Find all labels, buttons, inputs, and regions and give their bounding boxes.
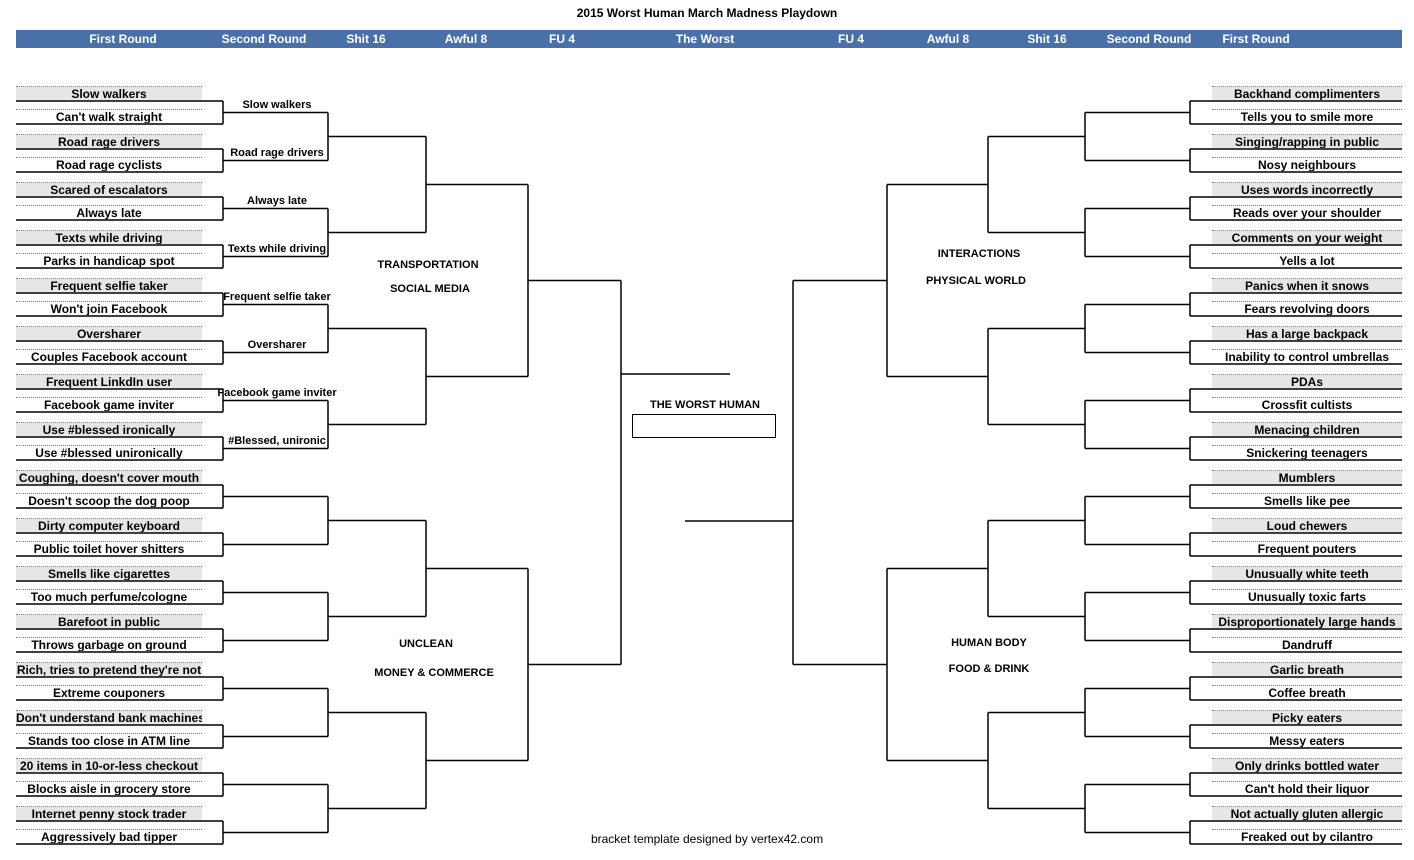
region-social-media: SOCIAL MEDIA (390, 283, 470, 295)
bracket-entry[interactable]: PDAs (1212, 374, 1402, 388)
page-title: 2015 Worst Human March Madness Playdown (576, 6, 838, 20)
bracket-entry[interactable]: Facebook game inviter (16, 397, 202, 411)
bracket-entry[interactable]: Barefoot in public (16, 614, 202, 628)
bracket-entry[interactable]: Frequent selfie taker (16, 278, 202, 292)
region-human-body: HUMAN BODY (951, 637, 1027, 649)
region-interactions: INTERACTIONS (937, 248, 1021, 260)
bracket-entry[interactable]: Rich, tries to pretend they're not (16, 662, 202, 676)
bracket-entry[interactable]: Only drinks bottled water (1212, 758, 1402, 772)
bracket-entry[interactable]: Frequent LinkdIn user (16, 374, 202, 388)
round2-entry[interactable]: Road rage drivers (230, 146, 324, 159)
bracket-entry[interactable]: Snickering teenagers (1212, 445, 1402, 459)
round2-entry[interactable]: Slow walkers (242, 98, 312, 111)
bracket-entry[interactable]: Too much perfume/cologne (16, 589, 202, 603)
bracket-entry[interactable]: Yells a lot (1212, 253, 1402, 267)
header-second-round-left: Second Round (221, 32, 307, 46)
header-second-round-right: Second Round (1106, 32, 1192, 46)
winner-label: THE WORST HUMAN (650, 399, 760, 411)
round2-entry[interactable]: Oversharer (247, 338, 307, 351)
bracket-entry[interactable]: Road rage cyclists (16, 157, 202, 171)
header-awful8-left: Awful 8 (444, 32, 488, 46)
bracket-entry[interactable]: Freaked out by cilantro (1212, 829, 1402, 843)
bracket-entry[interactable]: Disproportionately large hands (1212, 614, 1402, 628)
bracket-entry[interactable]: Coffee breath (1212, 685, 1402, 699)
bracket-entry[interactable]: Smells like pee (1212, 493, 1402, 507)
header-the-worst: The Worst (675, 32, 735, 46)
round2-entry[interactable]: Always late (247, 194, 307, 207)
bracket-entry[interactable]: Don't understand bank machines (16, 710, 202, 724)
region-physical-world: PHYSICAL WORLD (925, 275, 1027, 287)
winner-box[interactable] (632, 414, 776, 438)
region-money-commerce: MONEY & COMMERCE (374, 667, 494, 679)
round-header-bar: First Round Second Round Shit 16 Awful 8… (16, 30, 1402, 48)
bracket-entry[interactable]: Frequent pouters (1212, 541, 1402, 555)
bracket-entry[interactable]: Garlic breath (1212, 662, 1402, 676)
template-credit: bracket template designed by vertex42.co… (590, 832, 824, 846)
region-transportation: TRANSPORTATION (377, 259, 479, 271)
bracket-entry[interactable]: Dandruff (1212, 637, 1402, 651)
region-food-drink: FOOD & DRINK (948, 663, 1030, 675)
bracket-entry[interactable]: Crossfit cultists (1212, 397, 1402, 411)
bracket-entry[interactable]: Slow walkers (16, 86, 202, 100)
bracket-entry[interactable]: Always late (16, 205, 202, 219)
bracket-entry[interactable]: Singing/rapping in public (1212, 134, 1402, 148)
bracket-entry[interactable]: 20 items in 10-or-less checkout (16, 758, 202, 772)
bracket-entry[interactable]: Tells you to smile more (1212, 109, 1402, 123)
bracket-entry[interactable]: Oversharer (16, 326, 202, 340)
round2-entry[interactable]: Facebook game inviter (217, 386, 337, 399)
bracket-entry[interactable]: Unusually toxic farts (1212, 589, 1402, 603)
bracket-entry[interactable]: Use #blessed unironically (16, 445, 202, 459)
bracket-entry[interactable]: Coughing, doesn't cover mouth (16, 470, 202, 484)
region-unclean: UNCLEAN (399, 638, 453, 650)
header-fu4-left: FU 4 (548, 32, 576, 46)
bracket-entry[interactable]: Can't walk straight (16, 109, 202, 123)
bracket-entry[interactable]: Internet penny stock trader (16, 806, 202, 820)
bracket-entry[interactable]: Has a large backpack (1212, 326, 1402, 340)
bracket-entry[interactable]: Menacing children (1212, 422, 1402, 436)
header-first-round-right: First Round (1222, 32, 1290, 46)
bracket-entry[interactable]: Backhand complimenters (1212, 86, 1402, 100)
header-first-round-left: First Round (89, 32, 157, 46)
bracket-entry[interactable]: Doesn't scoop the dog poop (16, 493, 202, 507)
bracket-entry[interactable]: Nosy neighbours (1212, 157, 1402, 171)
round2-entry[interactable]: Texts while driving (227, 242, 327, 255)
bracket-entry[interactable]: Parks in handicap spot (16, 253, 202, 267)
bracket-entry[interactable]: Won't join Facebook (16, 301, 202, 315)
header-awful8-right: Awful 8 (926, 32, 970, 46)
bracket-entry[interactable]: Comments on your weight (1212, 230, 1402, 244)
bracket-entry[interactable]: Couples Facebook account (16, 349, 202, 363)
round2-entry[interactable]: Frequent selfie taker (223, 290, 331, 303)
header-fu4-right: FU 4 (837, 32, 865, 46)
bracket-entry[interactable]: Not actually gluten allergic (1212, 806, 1402, 820)
bracket-entry[interactable]: Texts while driving (16, 230, 202, 244)
bracket-entry[interactable]: Dirty computer keyboard (16, 518, 202, 532)
bracket-entry[interactable]: Uses words incorrectly (1212, 182, 1402, 196)
bracket-entry[interactable]: Throws garbage on ground (16, 637, 202, 651)
bracket-entry[interactable]: Unusually white teeth (1212, 566, 1402, 580)
bracket-entry[interactable]: Fears revolving doors (1212, 301, 1402, 315)
bracket-entry[interactable]: Can't hold their liquor (1212, 781, 1402, 795)
bracket-entry[interactable]: Scared of escalators (16, 182, 202, 196)
bracket-entry[interactable]: Picky eaters (1212, 710, 1402, 724)
bracket-entry[interactable]: Mumblers (1212, 470, 1402, 484)
bracket-entry[interactable]: Stands too close in ATM line (16, 733, 202, 747)
bracket-entry[interactable]: Inability to control umbrellas (1212, 349, 1402, 363)
bracket-entry[interactable]: Public toilet hover shitters (16, 541, 202, 555)
bracket-entry[interactable]: Aggressively bad tipper (16, 829, 202, 843)
bracket-entry[interactable]: Use #blessed ironically (16, 422, 202, 436)
bracket-entry[interactable]: Road rage drivers (16, 134, 202, 148)
header-shit16-right: Shit 16 (1027, 32, 1067, 46)
bracket-entry[interactable]: Smells like cigarettes (16, 566, 202, 580)
round2-entry[interactable]: #Blessed, unironic (228, 434, 326, 447)
bracket-entry[interactable]: Extreme couponers (16, 685, 202, 699)
bracket-entry[interactable]: Blocks aisle in grocery store (16, 781, 202, 795)
header-shit16-left: Shit 16 (346, 32, 386, 46)
bracket-entry[interactable]: Reads over your shoulder (1212, 205, 1402, 219)
bracket-entry[interactable]: Messy eaters (1212, 733, 1402, 747)
bracket-entry[interactable]: Panics when it snows (1212, 278, 1402, 292)
bracket-entry[interactable]: Loud chewers (1212, 518, 1402, 532)
